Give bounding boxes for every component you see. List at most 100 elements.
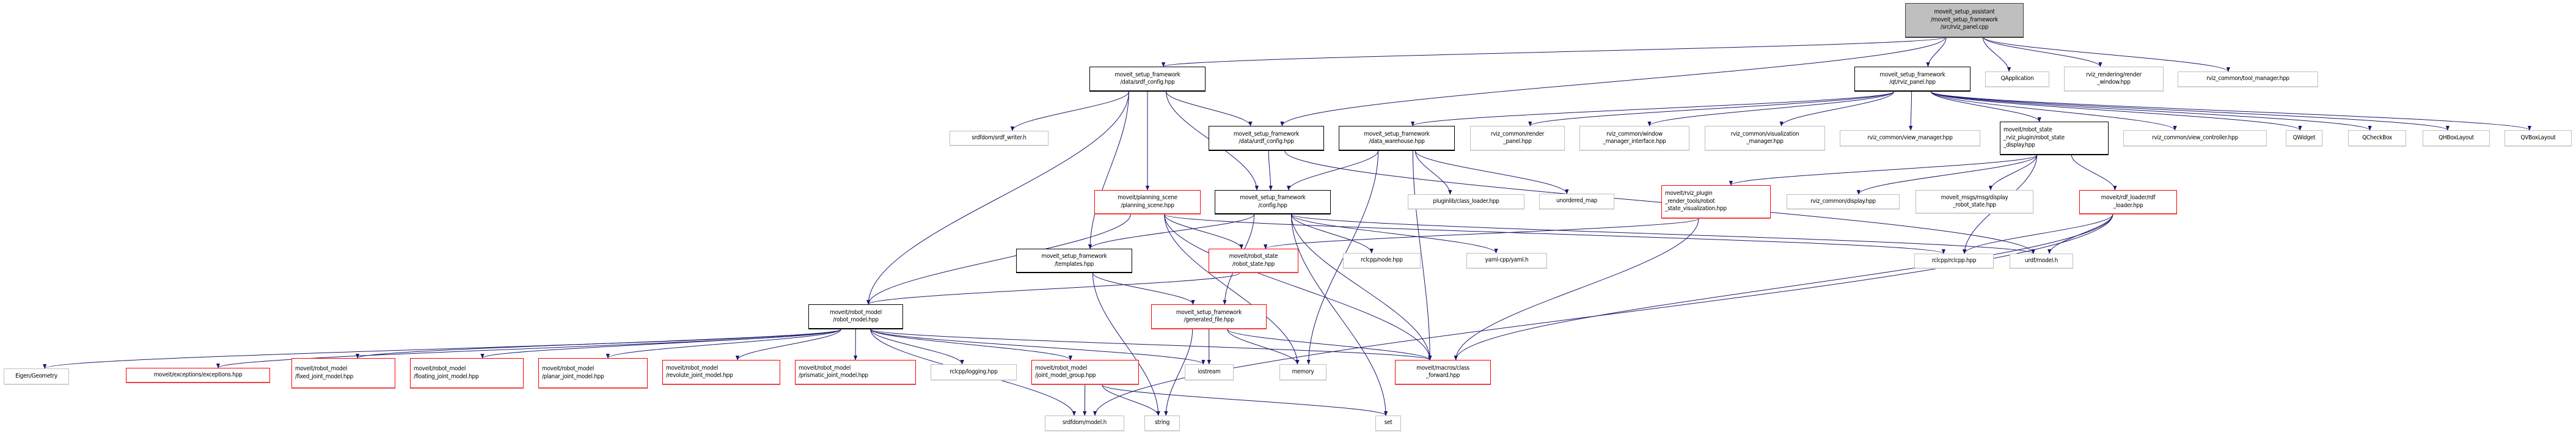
node-label: moveit/robot_model /planar_joint_model.h… [542,365,604,380]
edge-planning-scene-to-memory [1164,214,1300,365]
edge-planning-scene-to-rclcpp [1164,214,1945,254]
node-view-manager[interactable]: rviz_common/view_manager.hpp [1840,130,1980,147]
node-node[interactable]: rclcpp/node.hpp [1343,253,1421,269]
edge-srdf-config-to-templates [1088,91,1129,249]
node-robot-state-vis[interactable]: moveit/rviz_plugin _render_tools/robot _… [1661,185,1771,219]
node-fixed-jm[interactable]: moveit/robot_model /fixed_joint_model.hp… [291,358,395,389]
edge-config-to-templates [1088,214,1255,249]
edge-planning-scene-to-robot-state [1164,214,1243,249]
edge-config-to-urdf-model [1290,214,2035,254]
node-label: rviz_common/view_controller.hpp [2152,134,2238,141]
node-string[interactable]: string [1144,416,1180,431]
node-root[interactable]: moveit_setup_assistant /moveit_setup_fra… [1905,3,2024,37]
edge-robot-state-display-to-robot-state-vis [1729,155,2038,186]
node-exceptions[interactable]: moveit/exceptions/exceptions.hpp [126,368,270,383]
node-class-loader[interactable]: pluginlib/class_loader.hpp [1408,194,1524,210]
edge-urdf-config-to-urdf-model [1284,150,2035,254]
node-unordered-map[interactable]: unordered_map [1539,194,1614,210]
node-tool-manager[interactable]: rviz_common/tool_manager.hpp [2178,71,2318,87]
edge-rviz-panel-hpp-to-robot-state-display [1930,91,2041,122]
edge-jmg-to-set [1102,384,1388,416]
edge-rviz-panel-hpp-to-window-manager [1647,91,1895,126]
node-urdf-model[interactable]: urdf/model.h [2010,254,2073,269]
node-label: moveit_setup_framework /data/srdf_config… [1114,71,1180,86]
node-qhboxlayout[interactable]: QHBoxLayout [2423,130,2490,147]
node-planar-jm[interactable]: moveit/robot_model /planar_joint_model.h… [538,358,648,389]
node-floating-jm[interactable]: moveit/robot_model /floating_joint_model… [410,358,524,389]
edge-robot-model-to-planar-jm [606,329,841,359]
node-label: rviz_rendering/render _window.hpp [2086,71,2142,86]
edge-config-to-set [1290,214,1388,416]
edge-rviz-panel-hpp-to-data-warehouse [1411,91,1895,126]
node-generated-file[interactable]: moveit_setup_framework /generated_file.h… [1151,304,1267,329]
node-srdf-config[interactable]: moveit_setup_framework /data/srdf_config… [1089,67,1206,92]
node-templates[interactable]: moveit_setup_framework /templates.hpp [1016,249,1132,273]
node-label: pluginlib/class_loader.hpp [1433,197,1499,205]
node-label: moveit_setup_framework /data_warehouse.h… [1364,130,1430,145]
edge-data-warehouse-to-class-forward [1412,150,1432,361]
node-robot-model[interactable]: moveit/robot_model /robot_model.hpp [808,304,903,329]
edge-robot-state-display-to-rdf-loader [2071,155,2117,191]
node-qcheckbox[interactable]: QCheckBox [2348,130,2406,147]
node-render-window[interactable]: rviz_rendering/render _window.hpp [2064,67,2164,92]
node-urdf-config[interactable]: moveit_setup_framework /data/urdf_config… [1209,126,1324,151]
edge-robot-model-to-iostream [870,329,1206,365]
edge-generated-file-to-memory [1227,329,1300,365]
node-label: moveit_setup_framework /qt/rviz_panel.hp… [1879,71,1945,86]
node-srdf-writer[interactable]: srdfdom/srdf_writer.h [950,131,1048,146]
node-label: moveit_msgs/msg/display _robot_state.hpp [1941,194,2008,209]
node-eigen[interactable]: Eigen/Geometry [4,368,69,385]
node-config[interactable]: moveit_setup_framework /config.hpp [1215,190,1331,214]
node-robot-state-display[interactable]: moveit/robot_state _rviz_plugin/robot_st… [2000,122,2109,155]
node-display[interactable]: rviz_common/display.hpp [1787,194,1900,210]
edge-root-to-srdf-config [1162,37,1946,67]
edge-robot-state-display-to-display [1856,155,2038,195]
node-revolute-jm[interactable]: moveit/robot_model /revolute_joint_model… [662,360,780,385]
edge-robot-state-vis-to-class-forward [1454,218,1699,361]
edge-root-to-qapplication [1982,37,2011,72]
node-iostream[interactable]: iostream [1185,364,1234,381]
node-label: moveit_setup_framework /generated_file.h… [1176,309,1242,324]
node-yaml[interactable]: yaml-cpp/yaml.h [1466,253,1547,269]
edge-root-to-render-window [1983,37,2102,67]
node-class-forward[interactable]: moveit/macros/class _forward.hpp [1395,360,1491,385]
edge-templates-to-string [1092,273,1160,416]
node-prismatic-jm[interactable]: moveit/robot_model /prismatic_joint_mode… [795,360,916,385]
node-label: rclcpp/rclcpp.hpp [1931,257,1977,264]
node-label: moveit/exceptions/exceptions.hpp [153,371,243,378]
node-render-panel[interactable]: rviz_common/render _panel.hpp [1470,126,1565,151]
node-qvboxlayout[interactable]: QVBoxLayout [2505,130,2572,147]
node-data-warehouse[interactable]: moveit_setup_framework /data_warehouse.h… [1339,126,1455,151]
node-qwidget[interactable]: QWidget [2286,130,2322,147]
node-srdf-model[interactable]: srdfdom/model.h [1045,416,1124,431]
node-rdf-loader[interactable]: moveit/rdf_loader/rdf _loader.hpp [2079,190,2177,214]
node-label: rviz_common/display.hpp [1810,197,1876,205]
node-label: rclcpp/logging.hpp [950,368,998,375]
edge-data-warehouse-to-class-loader [1414,150,1452,195]
edge-urdf-config-to-config [1268,150,1273,191]
node-planning-scene[interactable]: moveit/planning_scene /planning_scene.hp… [1094,190,1201,214]
edge-rviz-panel-hpp-to-qwidget [1930,91,2302,131]
edge-root-to-urdf-config [1280,37,1946,126]
node-set[interactable]: set [1375,416,1401,431]
node-memory[interactable]: memory [1279,364,1326,381]
node-logging[interactable]: rclcpp/logging.hpp [931,364,1017,381]
node-visualization-manager[interactable]: rviz_common/visualization _manager.hpp [1705,126,1825,151]
node-label: rviz_common/window _manager_interface.hp… [1603,130,1666,145]
node-label: rclcpp/node.hpp [1361,257,1403,264]
node-rclcpp[interactable]: rclcpp/rclcpp.hpp [1914,254,1994,269]
node-window-manager[interactable]: rviz_common/window _manager_interface.hp… [1579,126,1689,151]
node-rviz-panel-hpp[interactable]: moveit_setup_framework /qt/rviz_panel.hp… [1854,67,1970,92]
edge-robot-model-to-jmg [870,329,1073,361]
node-robot-state[interactable]: moveit/robot_state /robot_state.hpp [1209,249,1298,273]
node-label: moveit/robot_state /robot_state.hpp [1229,253,1278,268]
node-label: moveit/robot_model /joint_model_group.hp… [1035,364,1096,379]
node-jmg[interactable]: moveit/robot_model /joint_model_group.hp… [1031,360,1139,385]
node-display-robot-state[interactable]: moveit_msgs/msg/display _robot_state.hpp [1916,190,2033,214]
node-view-controller[interactable]: rviz_common/view_controller.hpp [2123,130,2267,147]
node-label: moveit/robot_model /prismatic_joint_mode… [799,364,868,379]
node-label: iostream [1198,368,1221,375]
edge-robot-model-to-fixed-jm [356,329,841,359]
edge-robot-model-to-class-forward [870,329,1432,361]
node-qapplication[interactable]: QApplication [1985,71,2049,87]
